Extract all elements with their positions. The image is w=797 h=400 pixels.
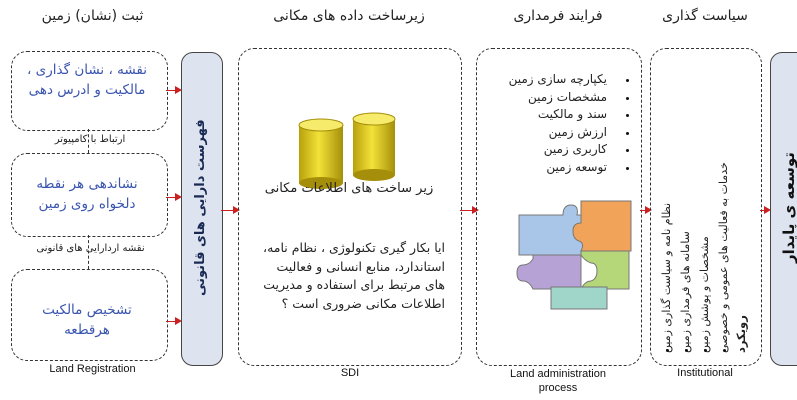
institutional-line-2: مشخصات و پوشش زمین — [698, 236, 711, 353]
header-land-registration: ثبت (نشان) زمین — [41, 8, 144, 24]
arrow-inst-outcome — [760, 210, 766, 212]
arrow-head-box3 — [175, 317, 182, 325]
institutional-line-4: نظام نامه و سیاست گذاری زمین — [660, 202, 673, 353]
arrow-head-sdi — [233, 206, 240, 214]
footer-land-admin: Land administration process — [476, 367, 640, 395]
land-admin-item: توسعه زمین — [546, 159, 607, 174]
legal-assets-bar: فهرست دارایی های قانونی — [181, 52, 223, 366]
land-reg-box-1: نقشه ، نشان گذاری ، مالکیت و ادرس دهی — [11, 51, 168, 131]
bullet — [666, 349, 669, 352]
arrow-head-box1 — [175, 86, 182, 94]
institutional-box: رویکرد خدمات به فعالیت های عمومی و خصوصی… — [650, 48, 762, 366]
land-admin-list: یکپارچه سازی زمین مشخصات زمین سند و مالک… — [481, 71, 607, 176]
land-admin-box: یکپارچه سازی زمین مشخصات زمین سند و مالک… — [476, 48, 642, 366]
bullet — [626, 97, 629, 100]
land-admin-item: کاربری زمین — [543, 142, 607, 156]
sdi-question: ایا بکار گیری تکنولوژی ، نظام نامه، استا… — [263, 240, 445, 311]
land-reg-box-1-text: نقشه ، نشان گذاری ، مالکیت و ادرس دهی — [27, 62, 147, 98]
arrow-head-admin — [472, 206, 479, 214]
footer-institutional: Institutional — [677, 367, 733, 379]
land-reg-box-2-text: نشاندهی هر نقطه دلخواه روی زمین — [36, 176, 138, 212]
outcome-label: توسعه ی پایدار — [780, 152, 797, 264]
land-reg-box-3: تشخیص مالکیت هرقطعه — [11, 269, 168, 361]
header-policy: سیاست گذاری — [662, 8, 748, 24]
land-reg-box-3-text: تشخیص مالکیت هرقطعه — [42, 302, 132, 338]
sdi-db-caption: زیر ساخت های اطلاعات مکانی — [264, 181, 434, 196]
connector-2 — [88, 235, 90, 269]
bullet — [704, 349, 707, 352]
bullet — [723, 349, 726, 352]
header-sdi: زیرساخت داده های مکانی — [273, 8, 425, 24]
land-reg-box-2: نشاندهی هر نقطه دلخواه روی زمین — [11, 153, 168, 237]
arrow-head-box2 — [175, 193, 182, 201]
land-admin-item: مشخصات زمین — [527, 89, 607, 104]
connector-1 — [88, 129, 90, 153]
institutional-line-1: خدمات به فعالیت های عمومی و خصوصی — [717, 162, 730, 353]
puzzle-icon — [516, 200, 632, 310]
footer-land-admin-line1: Land administration — [509, 368, 606, 380]
land-admin-item: ارزش زمین — [548, 124, 607, 139]
land-admin-item: سند و مالکیت — [537, 107, 607, 121]
arrow-box2-bar — [166, 197, 176, 199]
bullet — [626, 114, 629, 117]
arrow-admin-inst — [640, 210, 648, 212]
bullet — [685, 349, 688, 352]
bullet — [626, 149, 629, 152]
outcome-bar: توسعه ی پایدار — [770, 52, 797, 366]
bullet — [626, 79, 629, 82]
land-admin-item: یکپارچه سازی زمین — [508, 72, 607, 86]
link-label-computer: ارتباط با کامپیوتر — [54, 134, 126, 145]
arrow-sdi-admin — [460, 210, 473, 212]
arrow-head-outcome — [764, 206, 771, 214]
footer-land-admin-line2: process — [538, 382, 578, 394]
arrow-box3-bar — [166, 321, 176, 323]
header-land-admin: فرایند فرمداری — [513, 8, 603, 24]
database-icon — [298, 112, 396, 189]
arrow-head-inst — [645, 206, 652, 214]
footer-sdi: SDI — [340, 367, 360, 379]
bullet — [626, 167, 629, 170]
legal-assets-bar-label: فهرست دارایی های قانونی — [193, 119, 208, 297]
sdi-box: زیر ساخت های اطلاعات مکانی ایا بکار گیری… — [238, 48, 462, 366]
link-label-legal-map: نقشه اردارایی های قانونی — [36, 243, 145, 254]
institutional-line-3: سامانه های فرمداری زمین — [679, 231, 692, 353]
arrow-box1-bar — [166, 90, 176, 92]
bullet — [626, 132, 629, 135]
arrow-bar-sdi — [221, 210, 234, 212]
institutional-line-0: رویکرد — [734, 315, 748, 353]
footer-land-registration: Land Registration — [49, 363, 136, 375]
